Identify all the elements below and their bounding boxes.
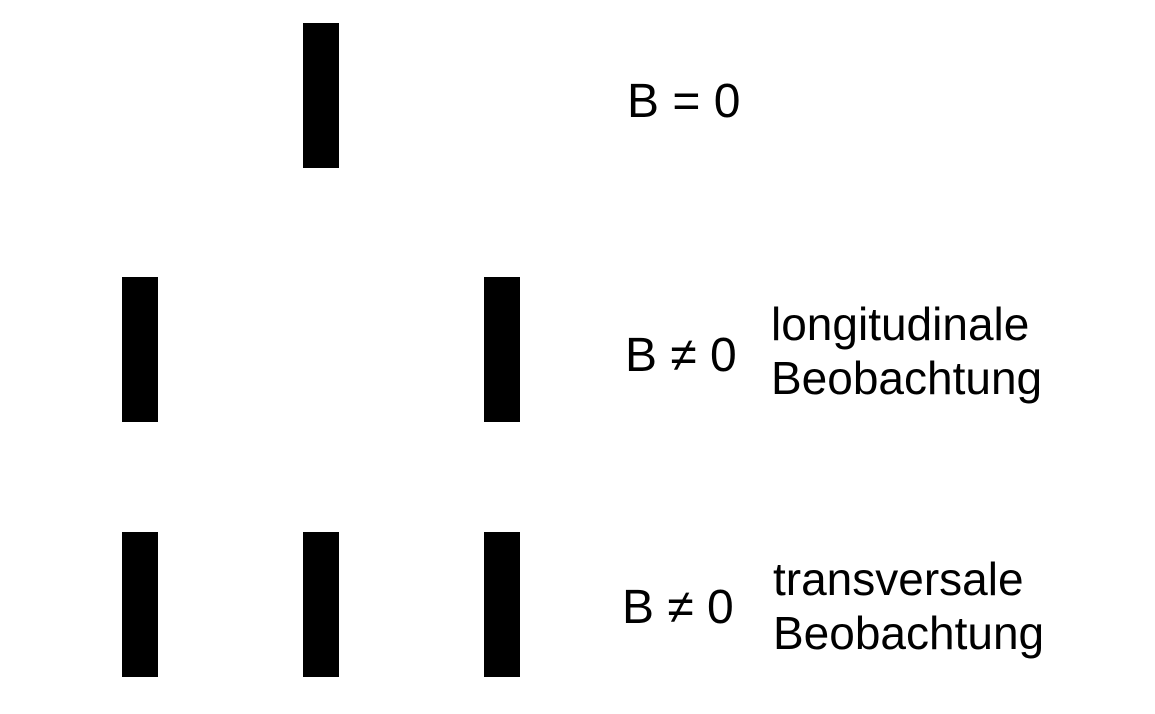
observation-label-transversal: transversale Beobachtung xyxy=(773,552,1044,660)
condition-label-b-nonzero-longitudinal: B ≠ 0 xyxy=(625,329,737,382)
spectral-line-right xyxy=(484,532,520,677)
spectral-line-central xyxy=(303,23,339,168)
spectral-line-right xyxy=(484,277,520,422)
observation-label-longitudinal: longitudinale Beobachtung xyxy=(771,297,1042,405)
condition-label-b-nonzero-transversal: B ≠ 0 xyxy=(622,581,734,634)
spectral-line-central xyxy=(303,532,339,677)
observation-line-1: longitudinale xyxy=(771,298,1030,350)
observation-line-2: Beobachtung xyxy=(771,352,1043,404)
spectral-line-left xyxy=(122,532,158,677)
observation-line-2: Beobachtung xyxy=(773,607,1045,659)
condition-label-b-zero: B = 0 xyxy=(627,75,741,128)
observation-line-1: transversale xyxy=(773,553,1024,605)
spectral-line-left xyxy=(122,277,158,422)
